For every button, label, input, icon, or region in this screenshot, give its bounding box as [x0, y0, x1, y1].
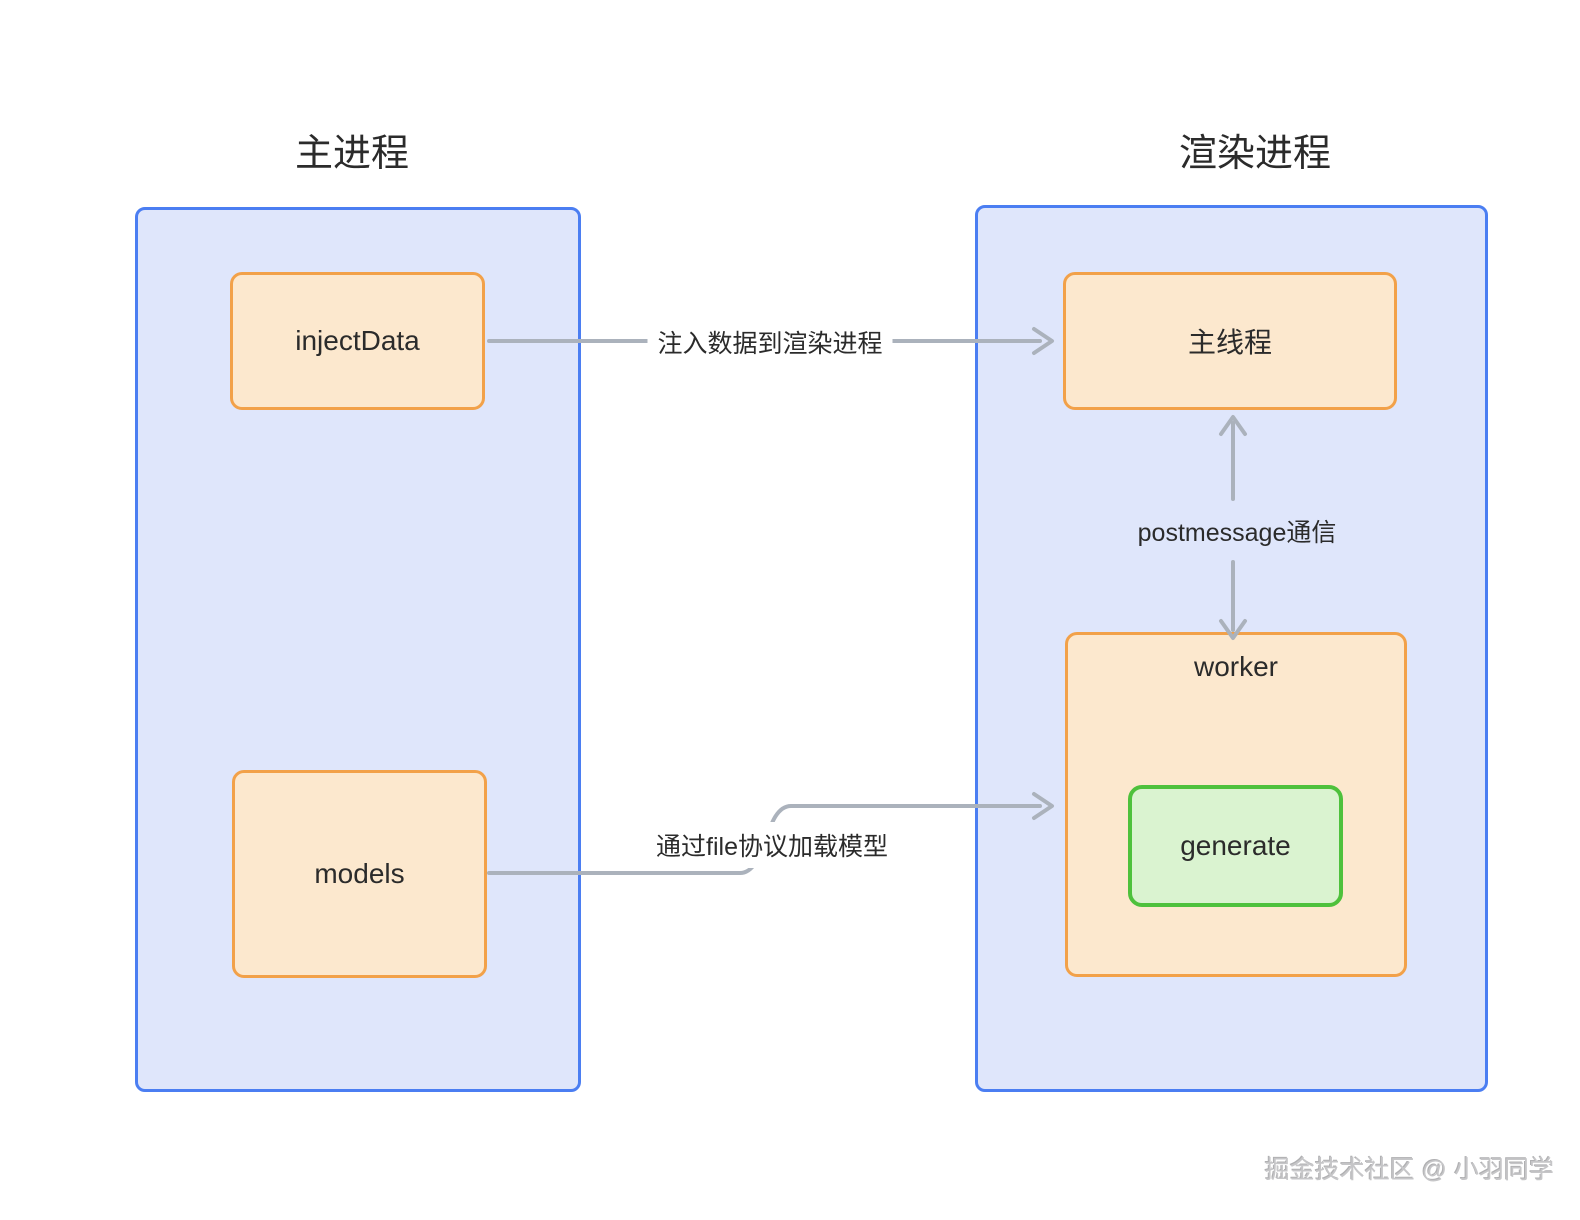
- node-inject-data-label: injectData: [295, 325, 420, 356]
- node-main-thread-label: 主线程: [1187, 327, 1272, 358]
- title-main-process: 主进程: [294, 133, 410, 175]
- title-render-process: 渲染进程: [1178, 133, 1332, 175]
- node-models-label: models: [314, 858, 405, 889]
- edge-label-inject-data: 注入数据到渲染进程: [647, 319, 893, 365]
- edge-label-load-model: 通过file协议加载模型: [646, 822, 898, 868]
- node-models: models: [232, 770, 487, 978]
- node-inject-data: injectData: [230, 272, 485, 410]
- node-worker-label: worker: [1193, 651, 1278, 682]
- edge-label-postmessage: postmessage通信: [1137, 519, 1337, 547]
- watermark: 掘金技术社区 @ 小羽同学: [1264, 1156, 1554, 1184]
- node-main-thread: 主线程: [1063, 272, 1397, 410]
- node-generate-label: generate: [1180, 830, 1291, 861]
- node-generate: generate: [1128, 785, 1343, 907]
